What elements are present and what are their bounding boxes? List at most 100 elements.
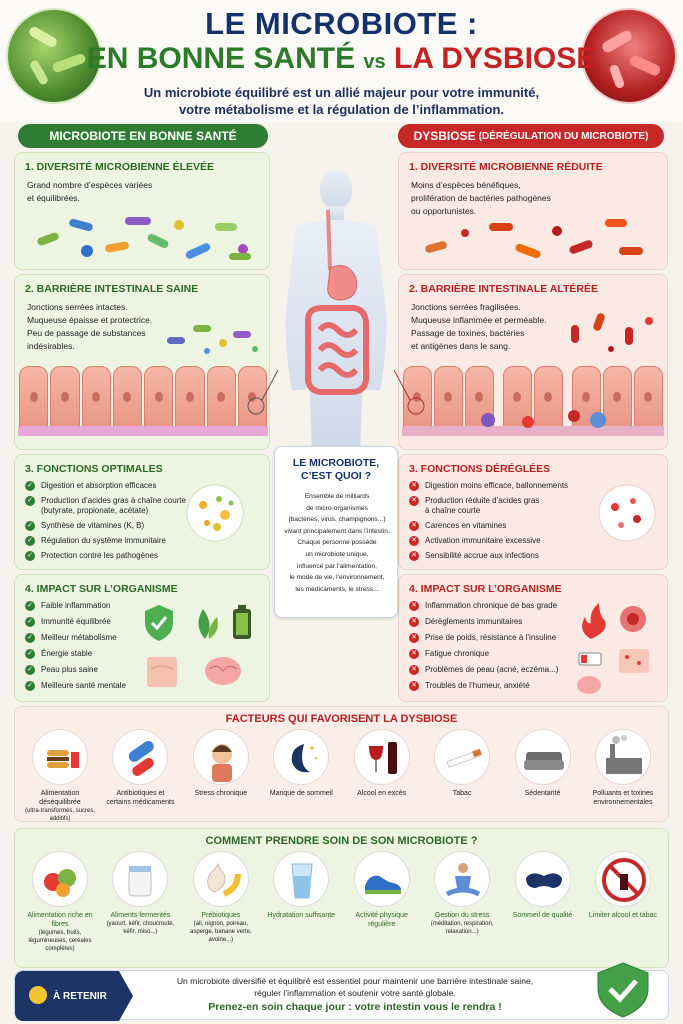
item-text: Dérèglements immunitaires (425, 617, 523, 626)
care-label: Gestion du stress(méditation, respiratio… (425, 911, 499, 936)
item-text: Synthèse de vitamines (K, B) (41, 521, 145, 530)
factor-item: Alcool en excès (345, 729, 419, 823)
dysbiosis-factors-section: FACTEURS QUI FAVORISENT LA DYSBIOSE Alim… (14, 706, 669, 822)
cross-icon: ✕ (409, 601, 419, 611)
factor-item: Alimentation déséquilibrée (ultra-transfo… (23, 729, 97, 823)
list-item: ✕Production réduite d’acides gras (409, 496, 568, 506)
intestine-icon (305, 305, 369, 395)
care-list: Alimentation riche en fibres(légumes, fr… (23, 851, 660, 953)
skin-problem-icon (619, 649, 649, 673)
list-item: ✓ Synthèse de vitamines (K, B) (25, 521, 186, 531)
label-text: Alimentation déséquilibrée (39, 790, 81, 806)
human-body-illustration (285, 170, 387, 460)
shield-check-icon (597, 962, 649, 1018)
list-item: ✕Carences en vitamines (409, 521, 568, 531)
list-item: (butyrate, propionate, acétate) (25, 506, 186, 516)
label-text: Tabac (452, 790, 472, 797)
cross-icon: ✕ (409, 481, 419, 491)
item-text: Activation immunitaire excessive (425, 536, 541, 545)
moon-icon (273, 729, 330, 785)
label-text: Sédentarité (524, 790, 561, 797)
panel-title: 3. FONCTIONS OPTIMALES (25, 463, 163, 475)
label-text: Prébiotiques (201, 912, 241, 919)
panel-text: Jonctions serrées fragilisées. Muqueuse … (411, 301, 611, 353)
list-item: ✕Sensibilité accrue aux infections (409, 551, 568, 561)
label-text: Sommeil de qualité (512, 912, 573, 919)
text-line: et antigènes dans le sang. (411, 341, 511, 351)
text-line: Jonctions serrées intactes. (27, 302, 128, 312)
title-line: C’EST QUOI ? (300, 470, 371, 482)
dysbiosis-impact-panel: 4. IMPACT SUR L’ORGANISME ✕Inflammation … (398, 574, 668, 702)
check-icon: ✓ (25, 521, 35, 531)
shield-icon (145, 605, 173, 641)
title-vs: vs (363, 51, 386, 73)
cross-icon: ✕ (409, 681, 419, 691)
immune-cells-icon (481, 410, 606, 428)
text-line: Jonctions serrées fragilisées. (411, 302, 521, 312)
check-icon: ✓ (25, 536, 35, 546)
text-line: Peu de passage de substances (27, 328, 146, 338)
takeaway-text: Un microbiote diversifié et équilibré es… (135, 975, 575, 999)
list-item: ✓Meilleure santé mentale (25, 681, 126, 691)
label-detail: (légumes, fruits, légumineuses, céréales… (28, 930, 92, 952)
check-icon: ✓ (25, 481, 35, 491)
text-line: (bactéries, virus, champignons...) (288, 516, 386, 524)
care-item: Hydratation suffisante (264, 851, 338, 953)
section-title: FACTEURS QUI FAVORISENT LA DYSBIOSE (225, 713, 458, 725)
dysbiosis-functions-panel: 3. FONCTIONS DÉRÉGLÉES ✕Digestion moins … (398, 454, 668, 570)
care-item: Sommeil de qualité (506, 851, 580, 953)
care-item: Alimentation riche en fibres(légumes, fr… (23, 851, 97, 953)
title-line: LE MICROBIOTE, (292, 457, 380, 469)
item-text: Production réduite d’acides gras (425, 496, 540, 505)
cross-icon: ✕ (409, 536, 419, 546)
leaf-icon (198, 609, 210, 639)
esophagus-icon (326, 209, 332, 271)
list-item: ✓Immunité équilibrée (25, 617, 126, 627)
care-label: Sommeil de qualité (513, 911, 573, 920)
text-line: Muqueuse inflammée et perméable. (411, 315, 547, 325)
subtitle-line-1: Un microbiote équilibré est un allié maj… (143, 85, 540, 100)
item-text: Troubles de l’humeur, anxiété (425, 681, 530, 690)
factor-label: Polluants et toxines environnementales (586, 789, 660, 807)
care-item: Limiter alcool et tabac (586, 851, 660, 953)
item-text: Digestion et absorption efficaces (41, 481, 157, 490)
label-text: Polluants et toxines environnementales (592, 790, 654, 806)
panel-title: 3. FONCTIONS DÉRÉGLÉES (409, 463, 551, 475)
functions-list: ✓Digestion et absorption efficaces ✓Prod… (25, 481, 186, 566)
sneaker-icon (353, 851, 410, 907)
item-text: Inflammation chronique de bas grade (425, 601, 558, 610)
dysbiosis-header-label: DYSBIOSE (413, 129, 476, 143)
definition-title: LE MICROBIOTE, C’EST QUOI ? (275, 457, 397, 483)
panel-title: 4. IMPACT SUR L’ORGANISME (25, 583, 178, 595)
burger-icon (32, 729, 88, 785)
skin-icon (147, 657, 177, 687)
list-item: ✕ Dérèglements immunitaires (409, 617, 558, 627)
item-text: à chaîne courte (425, 506, 481, 515)
pill-icon (112, 729, 169, 785)
factor-item: Polluants et toxines environnementales (586, 729, 660, 823)
factor-label: Alcool en excès (357, 789, 406, 798)
list-item: ✕Fatigue chronique (409, 649, 558, 659)
factor-item: Manque de sommeil (264, 729, 338, 823)
item-text: Protection contre les pathogènes (41, 551, 158, 560)
diverse-bacteria-icon (37, 217, 251, 260)
item-text: Immunité équilibrée (41, 617, 111, 626)
list-item: ✕Problèmes de peau (acné, eczéma...) (409, 665, 558, 675)
panel-text: Moins d’espèces bénéfiques, prolifératio… (411, 179, 611, 218)
text-line: Chaque personne possède (297, 539, 377, 547)
label-text: Alcool en excès (357, 790, 407, 797)
label-detail: (yaourt, kéfir, choucroute, kéfir, miso.… (106, 921, 175, 935)
sleep-mask-icon (514, 851, 571, 907)
panel-title: 1. DIVERSITÉ MICROBIENNE ÉLEVÉE (25, 161, 215, 173)
label-detail: (ultra-transformés, sucres, additifs) (24, 808, 96, 822)
cross-icon: ✕ (409, 617, 419, 627)
care-label: Prébiotiques(ail, oignon, poireau, asper… (184, 911, 258, 944)
text-line: influencé par l’alimentation, (297, 562, 377, 570)
panel-text: Grand nombre d’espèces variées et équili… (27, 179, 187, 205)
item-text: Problèmes de peau (acné, eczéma...) (425, 665, 559, 674)
list-item: ✓Peau plus saine (25, 665, 126, 675)
care-item: Activité physique régulière (345, 851, 419, 953)
list-item: ✓Régulation du système immunitaire (25, 536, 186, 546)
list-item: ✓Protection contre les pathogènes (25, 551, 186, 561)
